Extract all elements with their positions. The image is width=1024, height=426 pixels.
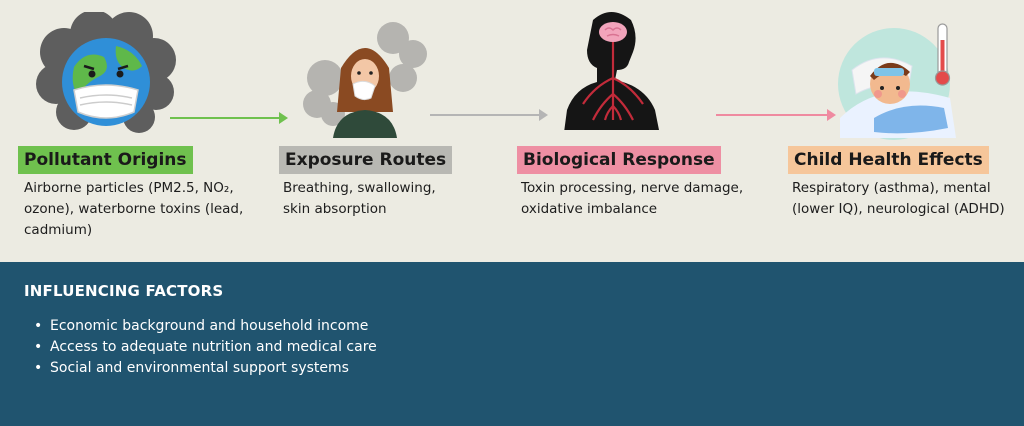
stage-description-child-health-effects: Respiratory (asthma), mental (lower IQ),… bbox=[792, 180, 1005, 217]
stage-description-biological-response: Toxin processing, nerve damage, oxidativ… bbox=[521, 180, 744, 217]
nervous-system-icon bbox=[564, 12, 659, 130]
stage-label-pollutant-origins: Pollutant Origins bbox=[18, 146, 193, 174]
arrow-origins-to-exposure bbox=[170, 112, 288, 124]
arrow-exposure-to-response bbox=[430, 109, 548, 121]
list-item: Access to adequate nutrition and medical… bbox=[34, 337, 377, 358]
coughing-girl-icon bbox=[303, 22, 427, 138]
stage-label-biological-response: Biological Response bbox=[517, 146, 721, 174]
polluted-earth-icon bbox=[36, 12, 176, 133]
influencing-factors-title: INFLUENCING FACTORS bbox=[24, 282, 224, 300]
sick-child-icon bbox=[838, 23, 956, 140]
stage-label-child-health-effects: Child Health Effects bbox=[788, 146, 989, 174]
list-item: Social and environmental support systems bbox=[34, 358, 377, 379]
flow-section: Pollutant Origins Airborne particles (PM… bbox=[18, 12, 1005, 238]
stage-label-exposure-routes: Exposure Routes bbox=[279, 146, 453, 174]
stage-description-exposure-routes: Breathing, swallowing, skin absorption bbox=[283, 180, 436, 217]
arrow-response-to-effects bbox=[716, 109, 836, 121]
list-item: Economic background and household income bbox=[34, 316, 377, 337]
stage-description-pollutant-origins: Airborne particles (PM2.5, NO₂, ozone), … bbox=[24, 180, 244, 238]
influencing-factors-list: Economic background and household income… bbox=[34, 316, 377, 379]
influencing-factors-panel: INFLUENCING FACTORS Economic background … bbox=[0, 262, 1024, 426]
